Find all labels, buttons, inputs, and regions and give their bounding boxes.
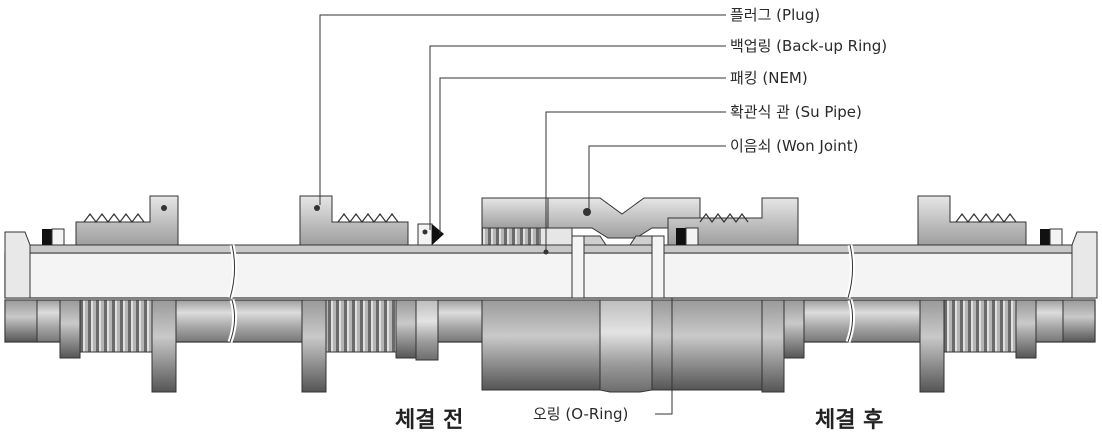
label-packing: 패킹 (NEM) bbox=[730, 69, 808, 87]
leader-won-joint bbox=[588, 145, 726, 210]
label-su-pipe: 확관식 관 (Su Pipe) bbox=[730, 103, 862, 121]
section-view bbox=[4, 195, 1098, 299]
leader-su-pipe bbox=[545, 111, 726, 252]
leader-lines bbox=[319, 14, 726, 415]
label-backup-ring: 백업링 (Back-up Ring) bbox=[730, 37, 888, 55]
leader-o-ring bbox=[655, 298, 673, 415]
caption-after: 체결 후 bbox=[815, 408, 884, 433]
label-plug: 플러그 (Plug) bbox=[730, 6, 821, 24]
label-won-joint: 이음쇠 (Won Joint) bbox=[730, 137, 859, 155]
leader-packing bbox=[439, 77, 726, 234]
leader-backup-ring bbox=[429, 45, 726, 230]
exterior-view bbox=[4, 299, 1096, 393]
leader-plug bbox=[319, 14, 726, 205]
caption-before: 체결 전 bbox=[395, 408, 464, 433]
label-o-ring: 오링 (O-Ring) bbox=[533, 405, 629, 423]
